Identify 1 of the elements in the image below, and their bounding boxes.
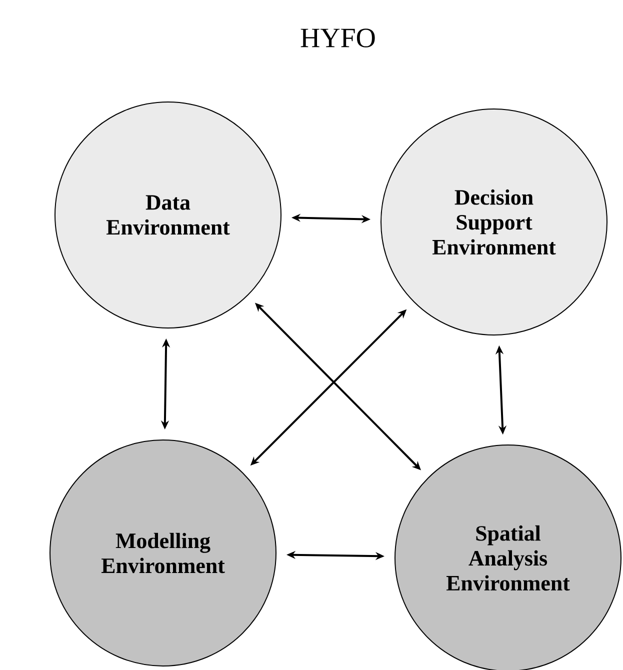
title: HYFO bbox=[300, 28, 375, 48]
